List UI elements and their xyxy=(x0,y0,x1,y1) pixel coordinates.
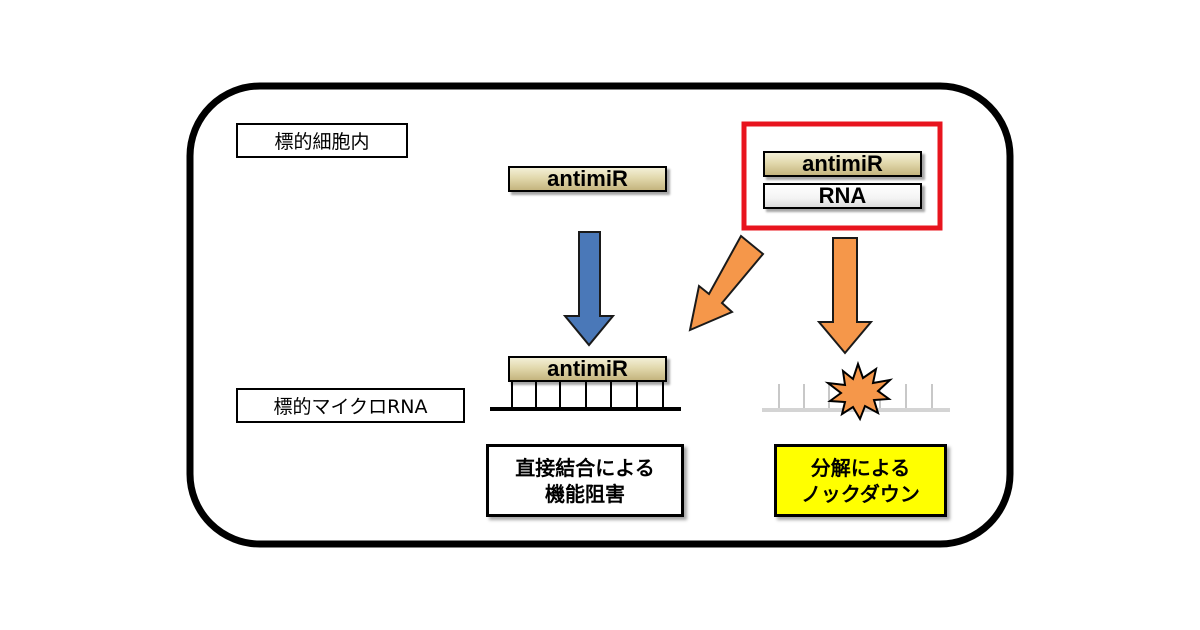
complex-antimir-bar: antimiR xyxy=(763,151,922,177)
orange-diagonal-arrow xyxy=(688,234,765,332)
complex-rna-bar: RNA xyxy=(763,183,922,209)
direct-binding-result-line1: 直接結合による xyxy=(515,455,655,480)
knockdown-result-line1: 分解による xyxy=(810,455,911,480)
bound-antimir-bar: antimiR xyxy=(508,356,667,382)
degradation-burst-icon xyxy=(824,360,894,422)
direct-binding-result-box: 直接結合による 機能阻害 xyxy=(486,444,684,517)
orange-down-arrow xyxy=(816,237,874,355)
target-cell-label: 標的細胞内 xyxy=(236,123,408,158)
blue-down-arrow xyxy=(562,231,616,347)
complex-highlight-box xyxy=(741,121,943,231)
target-mirna-label: 標的マイクロRNA xyxy=(236,388,465,423)
bound-mirna-strand xyxy=(490,382,681,411)
knockdown-result-line2: ノックダウン xyxy=(801,481,920,506)
knockdown-result-box: 分解による ノックダウン xyxy=(774,444,947,517)
direct-binding-result-line2: 機能阻害 xyxy=(545,481,625,506)
free-antimir-bar: antimiR xyxy=(508,166,667,192)
